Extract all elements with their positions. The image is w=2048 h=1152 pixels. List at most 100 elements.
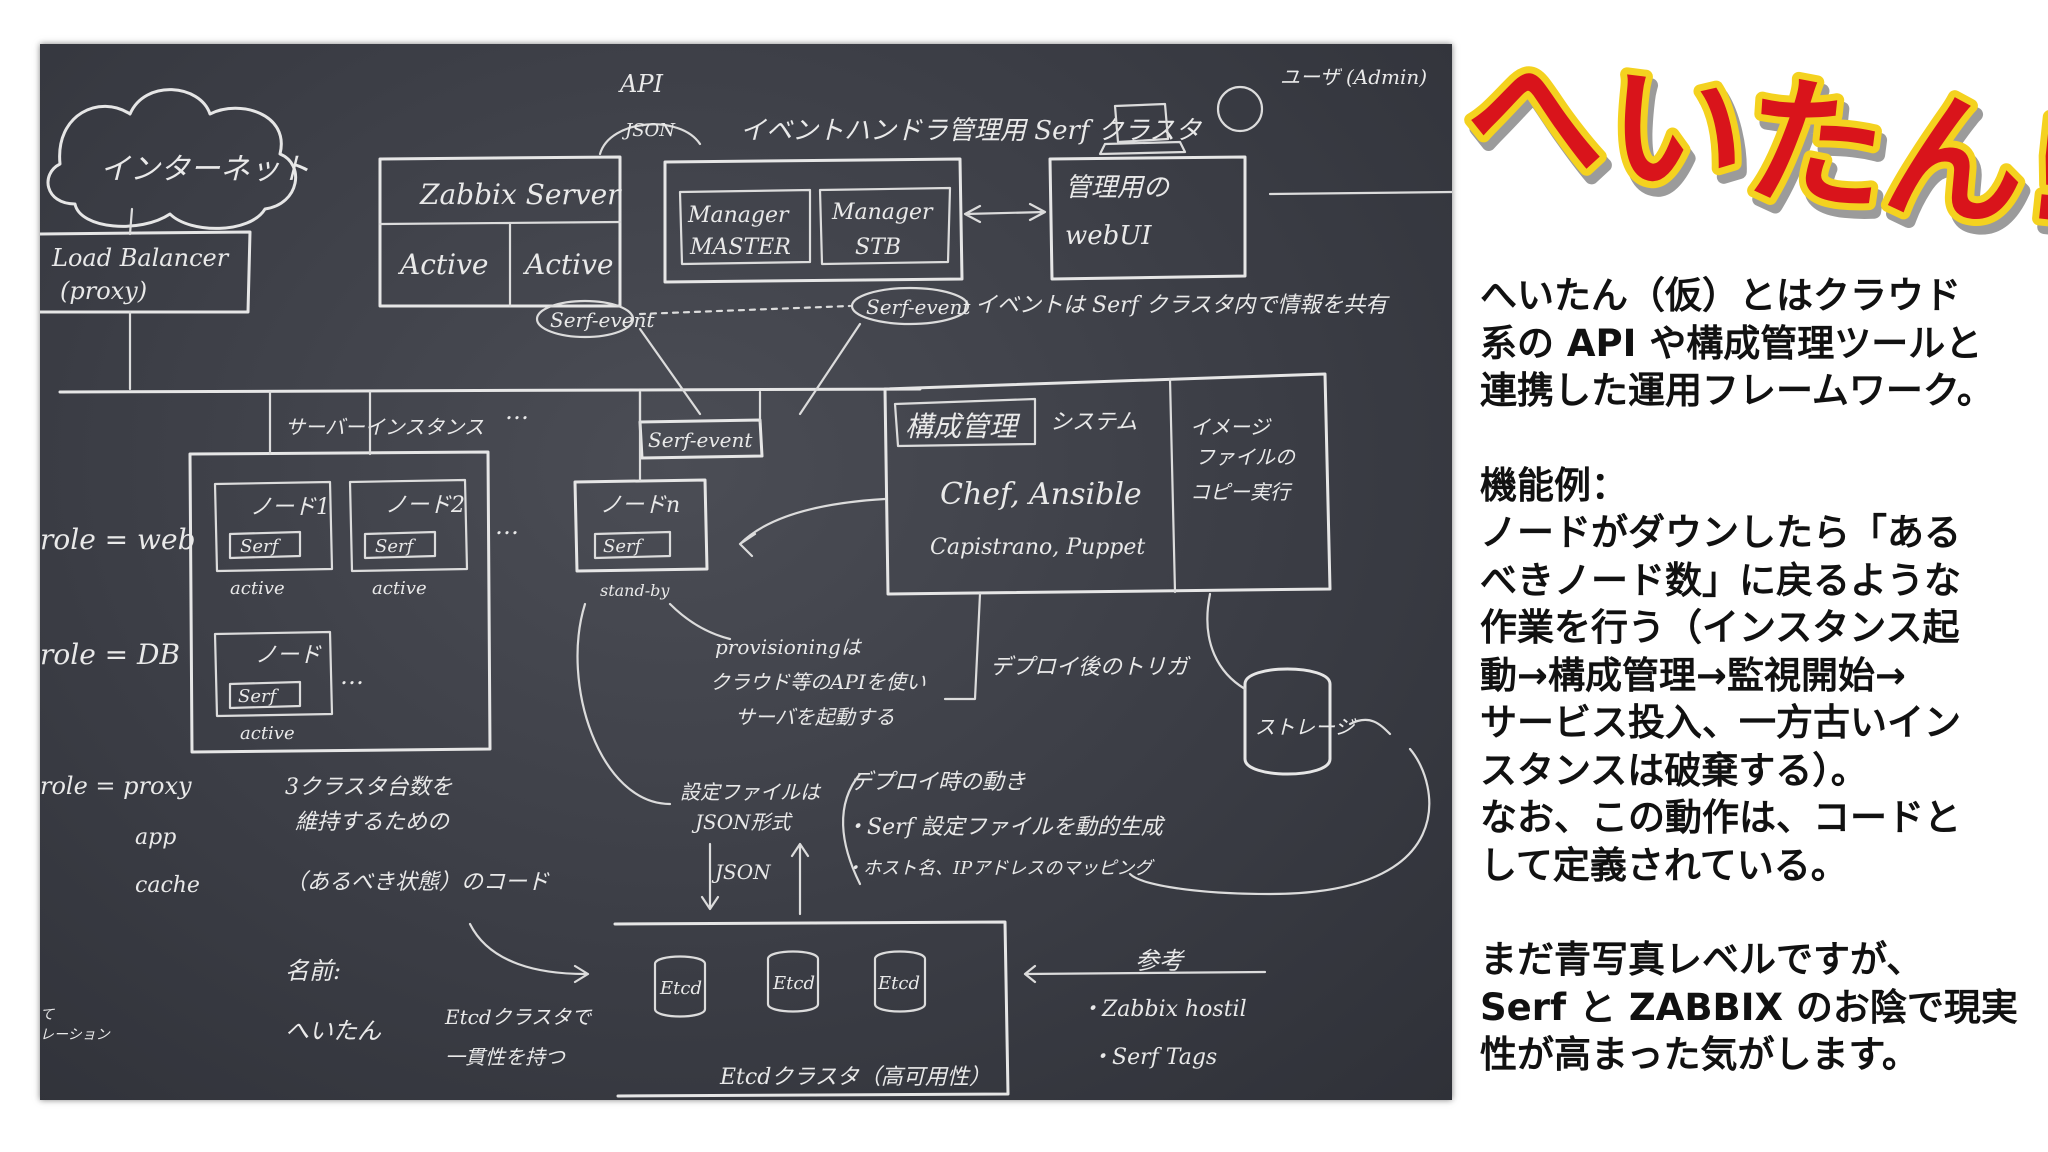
etcd-label-1: Etcd — [659, 978, 702, 999]
serf-event-box-3 — [638, 418, 764, 460]
provisioning-arrow — [668, 602, 732, 641]
serf-event-box-links — [638, 390, 762, 424]
admin-web-box — [1048, 155, 1247, 281]
description-intro: へいたん（仮）とはクラウド 系の API や構成管理ツールと 連携した運用フレー… — [1480, 274, 1994, 412]
feature-heading: 機能例： — [1480, 463, 1628, 507]
blackboard-diagram: インターネット Load Balancer (proxy) API JSON イ… — [40, 65, 1452, 1098]
keep-count-label-3: （あるべき状態）のコード — [285, 870, 550, 895]
keep-count-label-1: 3クラスタ台数を — [285, 775, 453, 800]
dots-top: … — [505, 397, 529, 425]
etcd-consistency-label-2: 一貫性を持つ — [445, 1045, 566, 1069]
node-db-serf-label: Serf — [238, 686, 280, 707]
active-label-1: Active — [397, 248, 489, 281]
role-cache-label: cache — [135, 873, 200, 898]
config-mgmt-title-box — [893, 397, 1037, 448]
json-arrows — [700, 842, 810, 916]
node2-label: ノード2 — [385, 493, 465, 518]
api-label: API — [618, 70, 663, 98]
description-panel: へいたん（仮）とはクラウド 系の API や構成管理ツールと 連携した運用フレー… — [1480, 272, 2025, 1079]
deploy-item-2: ・ホスト名、IPアドレスのマッピング — [845, 858, 1155, 879]
manager-cluster-box — [663, 157, 964, 284]
reference-arrow — [1023, 964, 1267, 984]
config-file-label-2: JSON形式 — [691, 810, 794, 834]
node-n-label: ノードn — [600, 493, 680, 518]
load-balancer-label: Load Balancer — [51, 244, 230, 272]
json-bottom-label: JSON — [711, 860, 772, 884]
deploy-when-label: デプロイ時の動き — [850, 770, 1026, 795]
internet-cloud — [46, 88, 297, 230]
feature-body: ノードがダウンしたら「ある べきノード数」に戻るような 作業を行う（インスタンス… — [1480, 511, 1961, 887]
provisioning-label-1: provisioningは — [715, 635, 863, 659]
description-spacer — [1480, 415, 2025, 462]
node-n-standby: stand-by — [600, 581, 670, 600]
image-copy-label-1: イメージ — [1190, 415, 1273, 439]
node1-box — [213, 480, 334, 573]
role-web-label: role = web — [40, 523, 196, 556]
manager-stb-label-1: Manager — [831, 200, 934, 225]
manager-stb-box — [818, 186, 952, 266]
serf-event-oval-1 — [535, 299, 635, 339]
etcd-label-3: Etcd — [877, 973, 920, 994]
name-label-1: 名前: — [285, 957, 341, 985]
load-balancer-box — [40, 230, 252, 314]
serf-event-link — [638, 304, 852, 316]
node-n-serf-box — [593, 530, 672, 560]
image-storage-link — [1206, 592, 1247, 691]
description-closing: まだ青写真レベルですが、 Serf と ZABBIX のお陰で現実 性が高まった… — [1480, 938, 2018, 1076]
config-to-node-arrow — [738, 497, 887, 558]
image-copy-label-3: コピー実行 — [1190, 480, 1293, 504]
etcd-cylinder-2 — [766, 950, 820, 1013]
network-bus — [58, 387, 922, 394]
manager-master-label-1: Manager — [687, 203, 790, 228]
node-n-serf-label: Serf — [603, 536, 645, 557]
node-db-label: ノード — [255, 643, 322, 668]
capistrano-puppet-label: Capistrano, Puppet — [930, 535, 1145, 560]
provisioning-label-3: サーバを起動する — [735, 705, 895, 729]
active-label-2: Active — [522, 248, 614, 281]
etcd-cluster-label: Etcdクラスタ（高可用性） — [719, 1065, 991, 1090]
storage-cylinder — [1243, 667, 1332, 776]
keep-count-label-2: 維持するための — [295, 810, 451, 835]
node-db-serf-box — [228, 680, 302, 710]
node2-active: active — [372, 578, 427, 599]
node2-box — [348, 478, 469, 573]
chef-ansible-label: Chef, Ansible — [940, 477, 1142, 512]
api-arc — [598, 123, 702, 156]
deploy-bracket — [842, 772, 862, 886]
json-top-label: JSON — [621, 120, 676, 141]
node-n-box — [573, 478, 709, 573]
node1-label: ノード1 — [250, 495, 330, 520]
bottom-left-label-2: レーション — [40, 1027, 111, 1043]
image-copy-label-2: ファイルの — [1195, 445, 1296, 469]
name-label-2: へいたん — [285, 1017, 382, 1045]
serf-event-label-1: Serf-event — [550, 308, 655, 332]
provisioning-label-2: クラウド等のAPIを使い — [710, 670, 926, 694]
admin-web-label-1: 管理用の — [1065, 173, 1171, 203]
heitan-logo: へいたん! へいたん! へいたん! — [1452, 46, 2048, 236]
blackboard-photo: インターネット Load Balancer (proxy) API JSON イ… — [40, 44, 1452, 1100]
manager-stb-label-2: STB — [855, 235, 901, 260]
dots-node: … — [495, 512, 519, 540]
admin-line — [1268, 190, 1452, 196]
system-label: システム — [1050, 410, 1137, 435]
manager-master-label-2: MASTER — [689, 235, 791, 260]
etcd-cylinder-3 — [873, 950, 927, 1013]
etcd-consistency-label-1: Etcdクラスタで — [444, 1005, 593, 1029]
storage-label: ストレージ — [1255, 715, 1358, 739]
reference-item-2: ・Serf Tags — [1090, 1045, 1217, 1070]
dots-db: … — [340, 662, 364, 690]
serf-share-note: イベントは Serf クラスタ内で情報を共有 — [975, 293, 1390, 318]
node-db-active: active — [240, 723, 295, 744]
reference-label: 参考 — [1135, 947, 1186, 975]
etcd-label-2: Etcd — [772, 973, 815, 994]
internet-link — [128, 207, 134, 236]
storage-arrow — [1128, 718, 1431, 896]
etcd-cluster-box — [613, 920, 1010, 1098]
standby-loop-arrow — [576, 602, 672, 806]
deploy-item-1: ・Serf 設定ファイルを動的生成 — [845, 815, 1166, 840]
serf-event-label-2: Serf-event — [866, 295, 971, 319]
admin-user-label: ユーザ (Admin) — [1280, 65, 1427, 89]
role-proxy-label: role = proxy — [40, 772, 192, 800]
etcd-cylinder-1 — [653, 955, 707, 1018]
server-instances-label: サーバーインスタンス — [285, 415, 484, 439]
